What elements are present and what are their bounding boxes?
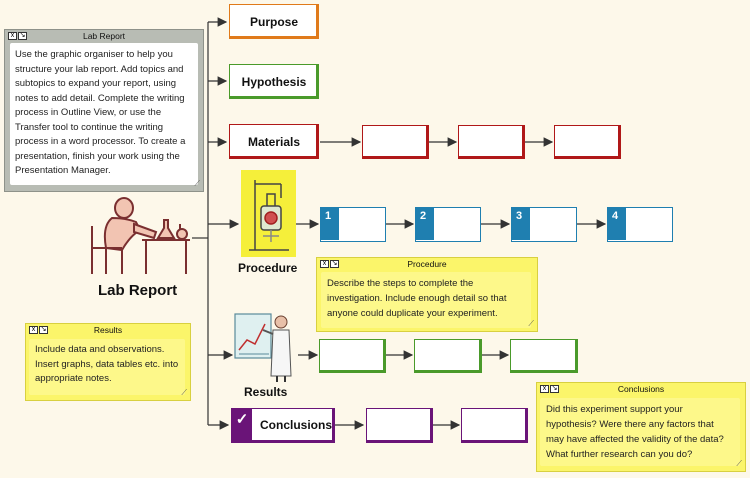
step-number: 3	[512, 208, 530, 240]
purpose-label: Purpose	[249, 14, 298, 29]
note-title: Procedure	[407, 259, 447, 269]
materials-subtopic[interactable]	[362, 125, 429, 159]
main-topic-label[interactable]: Lab Report	[98, 282, 178, 299]
procedure-step-4[interactable]: 4	[607, 207, 673, 242]
resize-grip-icon[interactable]: ⟋	[181, 388, 187, 397]
conclusions-note[interactable]: x↘ Conclusions Did this experiment suppo…	[536, 382, 746, 472]
note-controls[interactable]: x↘	[29, 326, 48, 334]
results-subtopic[interactable]	[319, 339, 386, 373]
conclusions-node[interactable]: ✓ Conclusions	[231, 408, 335, 443]
close-icon[interactable]: x	[320, 260, 329, 268]
note-body[interactable]: Include data and observations. Insert gr…	[29, 339, 185, 395]
note-controls[interactable]: x↘	[320, 260, 339, 268]
materials-subtopic[interactable]	[554, 125, 621, 159]
step-number: 2	[416, 208, 434, 240]
procedure-step-1[interactable]: 1	[320, 207, 386, 242]
results-note[interactable]: x↘ Results Include data and observations…	[25, 323, 191, 401]
note-body[interactable]: Use the graphic organiser to help you st…	[10, 43, 198, 185]
results-subtopic[interactable]	[510, 339, 578, 373]
close-icon[interactable]: x	[8, 32, 17, 40]
checkmark-icon: ✓	[232, 409, 252, 441]
procedure-label[interactable]: Procedure	[238, 261, 298, 275]
materials-label: Materials	[247, 134, 301, 149]
scientist-figure-icon	[91, 197, 190, 274]
resize-icon[interactable]: ↘	[550, 385, 559, 393]
conclusions-label: Conclusions	[260, 418, 333, 432]
close-icon[interactable]: x	[29, 326, 38, 334]
lab-apparatus-icon	[249, 180, 289, 251]
note-body[interactable]: Describe the steps to complete the inves…	[321, 272, 531, 328]
resize-grip-icon[interactable]: ⟋	[194, 179, 200, 188]
materials-subtopic[interactable]	[458, 125, 525, 159]
note-title: Conclusions	[617, 384, 665, 394]
presenter-with-chart-icon	[234, 313, 292, 382]
close-icon[interactable]: x	[540, 385, 549, 393]
procedure-note[interactable]: x↘ Procedure Describe the steps to compl…	[316, 257, 538, 332]
procedure-step-3[interactable]: 3	[511, 207, 577, 242]
hypothesis-label: Hypothesis	[241, 74, 307, 89]
step-number: 1	[321, 208, 339, 240]
resize-grip-icon[interactable]: ⟋	[736, 459, 742, 468]
resize-icon[interactable]: ↘	[18, 32, 27, 40]
note-body[interactable]: Did this experiment support your hypothe…	[540, 398, 740, 466]
note-title: Results	[93, 325, 123, 335]
resize-icon[interactable]: ↘	[330, 260, 339, 268]
note-controls[interactable]: x↘	[8, 32, 27, 40]
resize-grip-icon[interactable]: ⟋	[528, 319, 534, 328]
note-controls[interactable]: x↘	[540, 385, 559, 393]
conclusions-subtopic[interactable]	[461, 408, 528, 443]
procedure-step-2[interactable]: 2	[415, 207, 481, 242]
resize-icon[interactable]: ↘	[39, 326, 48, 334]
hypothesis-node[interactable]: Hypothesis	[229, 64, 319, 99]
lab-report-note[interactable]: x↘ Lab Report Use the graphic organiser …	[4, 29, 204, 192]
conclusions-subtopic[interactable]	[366, 408, 433, 443]
results-subtopic[interactable]	[414, 339, 482, 373]
note-title: Lab Report	[82, 31, 126, 41]
step-number: 4	[608, 208, 626, 240]
procedure-image[interactable]	[241, 170, 296, 257]
results-label[interactable]: Results	[244, 385, 288, 399]
materials-node[interactable]: Materials	[229, 124, 319, 159]
purpose-node[interactable]: Purpose	[229, 4, 319, 39]
results-image[interactable]	[233, 310, 297, 382]
